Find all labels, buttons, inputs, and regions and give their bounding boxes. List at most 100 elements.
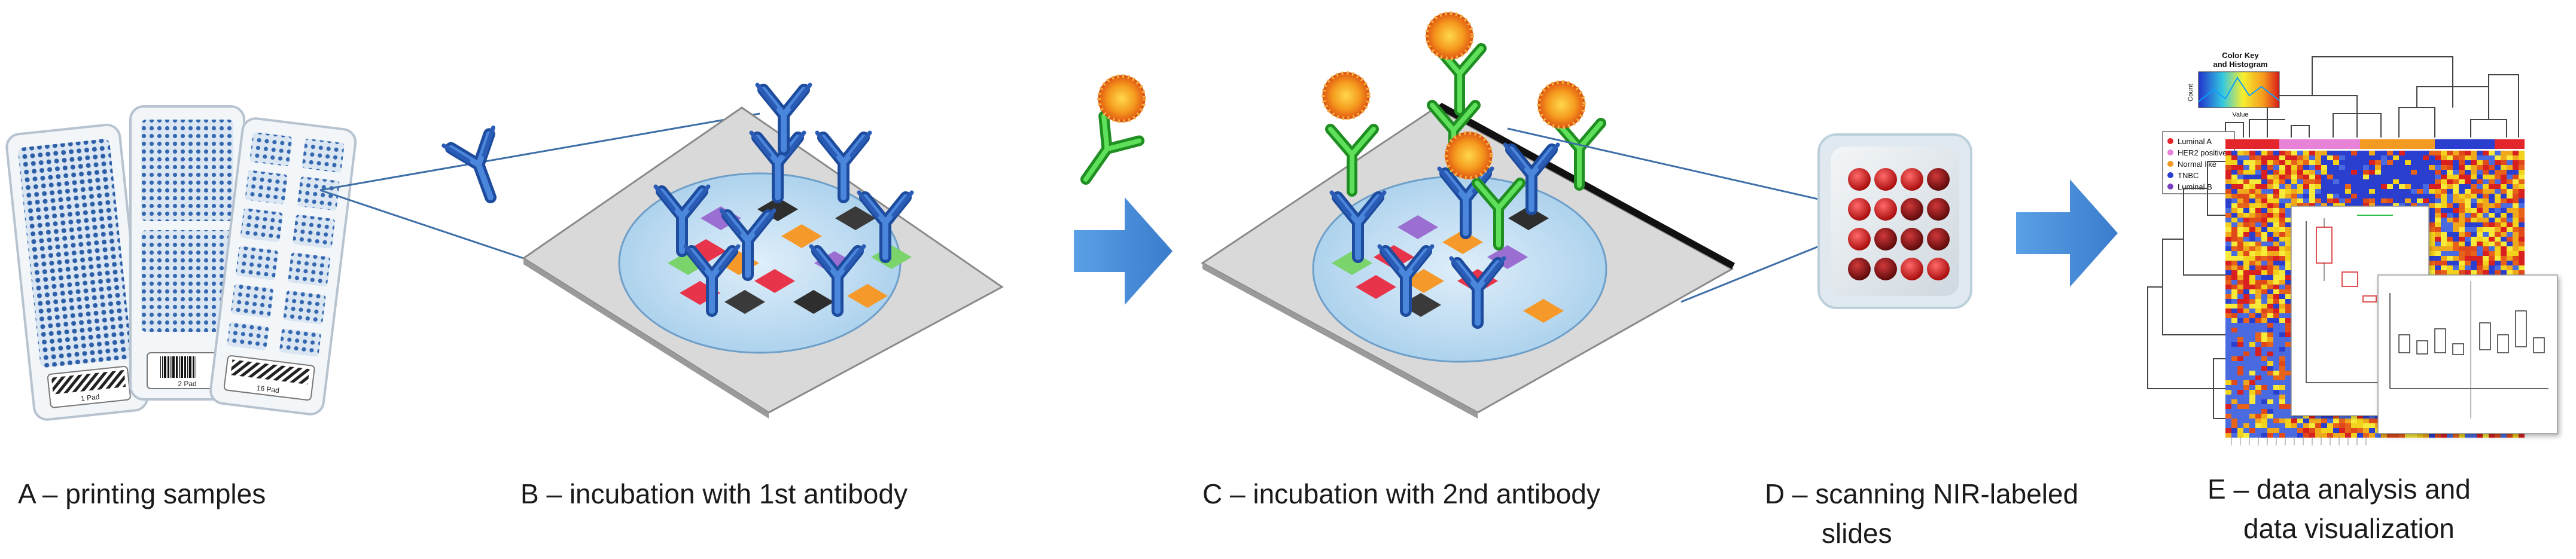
heatmap-cell: [2285, 332, 2291, 337]
heatmap-cell: [2237, 395, 2243, 399]
heatmap-cell: [2237, 332, 2243, 337]
heatmap-cell: [2339, 428, 2345, 433]
heatmap-cell: [2273, 265, 2279, 270]
heatmap-cell: [2423, 189, 2429, 194]
heatmap-cell: [2441, 198, 2447, 203]
heatmap-cell: [2273, 246, 2279, 251]
heatmap-cell: [2459, 270, 2465, 275]
heatmap-cell: [2237, 352, 2243, 356]
heatmap-cell: [2225, 294, 2231, 299]
heatmap-cell: [2333, 194, 2339, 198]
heatmap-cell: [2339, 165, 2345, 170]
heatmap-cell: [2243, 404, 2249, 409]
heatmap-cell: [2267, 433, 2273, 438]
heatmap-cell: [2447, 218, 2453, 222]
heatmap-cell: [2297, 160, 2303, 165]
heatmap-cell: [2447, 151, 2453, 155]
heatmap-cell: [2501, 433, 2507, 438]
heatmap-cell: [2441, 208, 2447, 213]
heatmap-cell: [2489, 198, 2495, 203]
heatmap-cell: [2447, 222, 2453, 227]
heatmap-cell: [2267, 160, 2273, 165]
heatmap-cell: [2405, 151, 2411, 155]
heatmap-cell: [2429, 194, 2435, 198]
heatmap-cell: [2429, 246, 2435, 251]
heatmap-cell: [2249, 342, 2255, 347]
heatmap-cell: [2345, 194, 2351, 198]
heatmap-cell: [2501, 203, 2507, 208]
heatmap-cell: [2231, 308, 2237, 313]
heatmap-cell: [2237, 251, 2243, 256]
heatmap-cell: [2513, 198, 2519, 203]
heatmap-cell: [2267, 175, 2273, 179]
heatmap-cell: [2267, 352, 2273, 356]
heatmap-cell: [2261, 361, 2267, 366]
heatmap-cell: [2279, 227, 2285, 232]
heatmap-cell: [2501, 160, 2507, 165]
heatmap-cell: [2237, 280, 2243, 285]
heatmap-cell: [2387, 165, 2393, 170]
heatmap-cell: [2225, 270, 2231, 275]
heatmap-cell: [2267, 155, 2273, 160]
heatmap-cell: [2435, 198, 2441, 203]
heatmap-cell: [2243, 237, 2249, 242]
heatmap-cell: [2435, 203, 2441, 208]
heatmap-cell: [2249, 175, 2255, 179]
heatmap-cell: [2261, 342, 2267, 347]
heatmap-cell: [2447, 184, 2453, 189]
heatmap-cell: [2441, 265, 2447, 270]
heatmap-cell: [2267, 380, 2273, 385]
heatmap-cell: [2477, 213, 2483, 218]
heatmap-cell: [2225, 328, 2231, 332]
heatmap-cell: [2429, 256, 2435, 261]
heatmap-cell: [2273, 371, 2279, 375]
heatmap-cell: [2261, 423, 2267, 428]
heatmap-cell: [2237, 299, 2243, 304]
heatmap-cell: [2519, 237, 2525, 242]
heatmap-cell: [2483, 270, 2489, 275]
heatmap-cell: [2465, 208, 2471, 213]
heatmap-cell: [2267, 170, 2273, 175]
heatmap-cell: [2495, 261, 2501, 265]
heatmap-cell: [2285, 175, 2291, 179]
heatmap-cell: [2423, 175, 2429, 179]
heatmap-cell: [2291, 423, 2297, 428]
heatmap-cell: [2285, 213, 2291, 218]
heatmap-cell: [2243, 270, 2249, 275]
heatmap-cell: [2291, 433, 2297, 438]
heatmap-cell: [2327, 423, 2333, 428]
heatmap-cell: [2231, 409, 2237, 414]
heatmap-cell: [2411, 175, 2417, 179]
heatmap-cell: [2483, 251, 2489, 256]
heatmap-cell: [2429, 184, 2435, 189]
heatmap-cell: [2513, 218, 2519, 222]
heatmap-cell: [2495, 165, 2501, 170]
heatmap-cell: [2267, 242, 2273, 246]
heatmap-cell: [2243, 347, 2249, 352]
heatmap-cell: [2231, 352, 2237, 356]
heatmap-cell: [2411, 151, 2417, 155]
heatmap-cell: [2285, 265, 2291, 270]
heatmap-cell: [2249, 419, 2255, 423]
heatmap-cell: [2273, 184, 2279, 189]
heatmap-cell: [2243, 265, 2249, 270]
heatmap-cell: [2285, 352, 2291, 356]
heatmap-cell: [2303, 151, 2309, 155]
heatmap-cell: [2441, 270, 2447, 275]
heatmap-cell: [2225, 356, 2231, 361]
heatmap-cell: [2225, 198, 2231, 203]
heatmap-cell: [2327, 179, 2333, 184]
heatmap-cell: [2477, 270, 2483, 275]
heatmap-cell: [2285, 218, 2291, 222]
heatmap-cell: [2225, 289, 2231, 294]
heatmap-cell: [2225, 352, 2231, 356]
heatmap-cell: [2459, 170, 2465, 175]
heatmap-cell: [2255, 203, 2261, 208]
heatmap-cell: [2351, 423, 2357, 428]
heatmap-cell: [2255, 270, 2261, 275]
heatmap-cell: [2381, 184, 2387, 189]
heatmap-cell: [2261, 194, 2267, 198]
heatmap-cell: [2267, 419, 2273, 423]
heatmap-cell: [2483, 256, 2489, 261]
heatmap-cell: [2267, 179, 2273, 184]
